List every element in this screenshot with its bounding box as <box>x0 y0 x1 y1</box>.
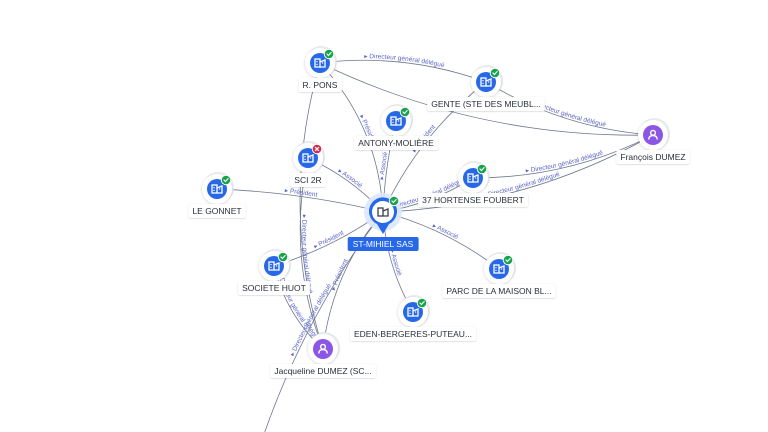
central-node[interactable]: ST-MIHIEL SAS <box>347 193 419 251</box>
check-badge-icon <box>502 254 514 266</box>
building-icon <box>377 207 389 217</box>
node-label-gente: GENTE (STE DES MEUBL... <box>427 97 545 111</box>
node-label-parc: PARC DE LA MAISON BL... <box>442 284 556 298</box>
node-sci2r[interactable]: SCI 2R <box>290 141 326 188</box>
svg-text:EDEN-BERGERES-PUTEAU...: EDEN-BERGERES-PUTEAU... <box>354 329 472 339</box>
edge-line <box>216 188 384 213</box>
edge-line <box>319 62 654 136</box>
node-label-hortense: 37 HORTENSE FOUBERT <box>418 193 528 207</box>
node-francois[interactable]: François DUMEZ <box>616 118 690 165</box>
node-rpons[interactable]: R. PONS <box>298 46 342 93</box>
edge-label: ▸ Directeur général délégué <box>525 149 604 174</box>
edge-label: ▸ Associé <box>379 151 390 180</box>
node-ring <box>638 118 670 150</box>
check-badge-icon <box>476 163 488 175</box>
svg-text:R. PONS: R. PONS <box>303 80 338 90</box>
building-icon <box>480 77 492 87</box>
node-gonnet[interactable]: LE GONNET <box>188 172 246 219</box>
node-eden[interactable]: EDEN-BERGERES-PUTEAU... <box>349 295 477 342</box>
nodes-layer: R. PONS GENTE (STE DES MEUBL... ANTONY-MOL… <box>188 46 690 379</box>
person-icon <box>648 129 658 140</box>
svg-text:François DUMEZ: François DUMEZ <box>620 152 685 162</box>
building-icon <box>314 58 326 68</box>
edge-label: ▸ Président <box>313 230 345 251</box>
person-icon <box>318 343 328 354</box>
building-icon <box>268 261 280 271</box>
check-badge-icon <box>388 195 400 207</box>
check-badge-icon <box>416 297 428 309</box>
edge-label: ▸ Directeur général délégué <box>364 53 445 69</box>
node-label-francois: François DUMEZ <box>616 150 690 164</box>
check-badge-icon <box>277 251 289 263</box>
node-label-rpons: R. PONS <box>298 78 342 92</box>
edge-line <box>485 81 654 136</box>
svg-text:37 HORTENSE FOUBERT: 37 HORTENSE FOUBERT <box>422 195 524 205</box>
edge-line <box>299 62 324 350</box>
edge-line <box>319 62 384 213</box>
node-label-gonnet: LE GONNET <box>188 204 246 218</box>
building-icon <box>467 173 479 183</box>
svg-text:SOCIETE HUOT: SOCIETE HUOT <box>242 283 306 293</box>
edge-line <box>472 134 654 179</box>
node-label-sci2r: SCI 2R <box>290 173 326 187</box>
edge-label: ▸ Associé <box>431 223 459 242</box>
node-label-eden: EDEN-BERGERES-PUTEAU... <box>349 327 477 341</box>
node-antony[interactable]: ANTONY-MOLIÈRE <box>354 104 439 151</box>
central-node-label: ST-MIHIEL SAS <box>347 237 419 251</box>
svg-text:LE GONNET: LE GONNET <box>192 206 241 216</box>
edge-label: ▸ Associé <box>388 249 403 277</box>
building-icon <box>390 116 402 126</box>
svg-text:SCI 2R: SCI 2R <box>294 175 321 185</box>
node-label-huot: SOCIETE HUOT <box>238 281 310 295</box>
edge-label: ▸ Associé <box>337 168 364 190</box>
node-parc[interactable]: PARC DE LA MAISON BL... <box>442 252 556 299</box>
svg-text:ANTONY-MOLIÈRE: ANTONY-MOLIÈRE <box>358 138 434 148</box>
node-label-jacqueline: Jacqueline DUMEZ (SC... <box>270 364 376 378</box>
building-icon <box>493 264 505 274</box>
edge-rpons-francois[interactable] <box>319 62 654 136</box>
check-badge-icon <box>489 67 501 79</box>
node-huot[interactable]: SOCIETE HUOT <box>238 249 310 296</box>
edge-line <box>319 59 487 83</box>
edge-rpons-jacqueline[interactable] <box>299 62 324 350</box>
building-icon <box>302 153 314 163</box>
edge-rpons-gente[interactable]: ▸ Directeur général délégué <box>319 53 487 83</box>
building-icon <box>211 184 223 194</box>
edge-stmihiel-gonnet[interactable]: ▸ Président <box>216 187 384 213</box>
node-gente[interactable]: GENTE (STE DES MEUBL... <box>427 65 545 112</box>
closed-badge-icon <box>311 143 323 155</box>
check-badge-icon <box>220 174 232 186</box>
node-label-antony: ANTONY-MOLIÈRE <box>354 136 439 150</box>
svg-text:Jacqueline DUMEZ (SC...: Jacqueline DUMEZ (SC... <box>274 366 371 376</box>
check-badge-icon <box>399 106 411 118</box>
check-badge-icon <box>323 48 335 60</box>
svg-text:ST-MIHIEL SAS: ST-MIHIEL SAS <box>353 239 414 249</box>
svg-text:GENTE (STE DES MEUBL...: GENTE (STE DES MEUBL... <box>431 99 541 109</box>
node-hortense[interactable]: 37 HORTENSE FOUBERT <box>418 161 528 208</box>
svg-text:PARC DE LA MAISON BL...: PARC DE LA MAISON BL... <box>446 286 551 296</box>
node-jacqueline[interactable]: Jacqueline DUMEZ (SC... <box>270 332 376 379</box>
edge-label: ▸ Président <box>284 187 318 198</box>
building-icon <box>407 307 419 317</box>
